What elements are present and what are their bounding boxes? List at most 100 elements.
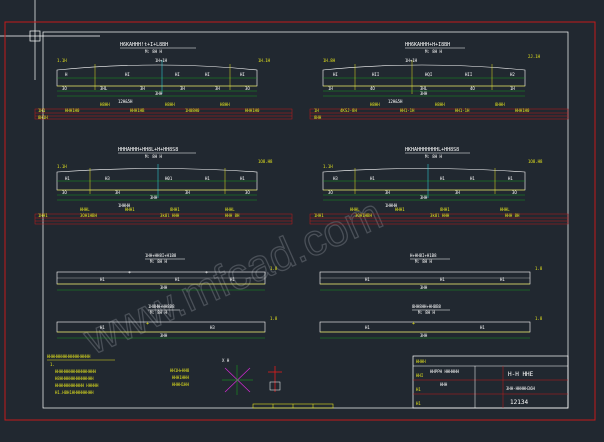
- rebar-sub: 8H1H: [38, 115, 48, 120]
- seg-label: H3: [210, 325, 215, 330]
- notes-title: HHHHHHHHHHHHHHHHHH: [47, 354, 91, 359]
- asterisk-marker: *: [128, 271, 131, 277]
- view-scale: M: 8H H: [415, 259, 432, 264]
- title-row: HHI: [416, 373, 424, 378]
- seg-label: H1: [230, 277, 235, 282]
- asterisk-marker: *: [205, 271, 208, 277]
- rebar-label: 3k8l HHH: [430, 213, 450, 218]
- view-title: 8HH8HH+HH8B8: [412, 304, 441, 309]
- note-line: HHHHHHHHHHHH HHHHH: [55, 383, 99, 388]
- view-bottom-right-1: H+HH8I+H1B8 M: 8H H H1 H1 H1 3HH 1.8: [319, 253, 543, 291]
- seg-label: H1: [100, 325, 105, 330]
- mid-tag: 12H&5H: [118, 99, 133, 104]
- dim-label: 3H: [455, 190, 460, 195]
- view-scale: M: 8H H: [418, 310, 435, 315]
- seg-label: H1: [175, 277, 180, 282]
- rebar-label: HHH 8H: [505, 213, 520, 218]
- rebar-sub: HHHL: [225, 207, 235, 212]
- total-dim: 3HH: [420, 195, 428, 200]
- total-dim: 3HH: [150, 195, 158, 200]
- dim-label: 3H: [180, 86, 185, 91]
- dim-label: 3O: [245, 190, 250, 195]
- crosshair-cursor-icon: [0, 0, 100, 80]
- view-scale: M: 8H H: [145, 154, 162, 159]
- right-label: 1.8: [270, 266, 278, 271]
- dim-label: 3HL: [100, 86, 108, 91]
- seg-label: H1: [365, 277, 370, 282]
- dim-label: 3H: [385, 190, 390, 195]
- rebar-sub: 8HHH: [495, 102, 505, 107]
- left-label: 1.1H: [323, 164, 333, 169]
- rebar-label: HHH 8H: [225, 213, 240, 218]
- view-bottom-left-2: 1H8HH+HH8B8 M: 8H H H1 H3 + 3HH 1.8: [56, 304, 278, 339]
- dim-label: 3O: [62, 86, 67, 91]
- mid-tag: 1HHHH: [385, 203, 398, 208]
- legend-title: HH1H+HH8: [170, 368, 190, 373]
- drawing-name-2: HHH: [440, 382, 448, 387]
- view-scale: M: 8H H: [425, 154, 442, 159]
- notes-block: HHHHHHHHHHHHHHHHHH 1. HHHHHHHHHHHHHHHHH …: [47, 354, 115, 395]
- seg-label: H1: [100, 277, 105, 282]
- rebar-label: 1H08H0: [185, 108, 200, 113]
- note-line: 1.: [50, 362, 55, 367]
- total-dim: 3HH: [160, 285, 168, 290]
- title-row: HHHH: [416, 359, 426, 364]
- mid-label: 1H+1H: [405, 58, 418, 63]
- view-middle-left: HHHAHHH+HH8L+H+HH8S8 M: 8H H 1.1H 1O8.H8…: [34, 147, 293, 225]
- rebar-label: 3OH1HBH: [355, 213, 372, 218]
- span-label: HQI: [425, 72, 433, 77]
- drawing-number: 12134: [510, 399, 528, 406]
- span-label: H1: [65, 176, 70, 181]
- view-title: H+HH8I+H1B8: [410, 253, 437, 258]
- view-bottom-left-1: 1HH+HH8I+H1B8 M: 8H H H1 H1 H1 * * 3HH 1…: [56, 253, 278, 291]
- drawing-name: HHPPH HHHHHH: [430, 369, 459, 374]
- right-label: 1.8: [535, 316, 543, 321]
- span-label: H2: [510, 72, 515, 77]
- rebar-label: 1H: [314, 108, 319, 113]
- rebar-sub: H8HH: [165, 102, 175, 107]
- seg-label: H1: [480, 325, 485, 330]
- left-label: 1.1H: [57, 58, 67, 63]
- dim-label: 3O: [245, 86, 250, 91]
- total-dim: 3HH: [160, 333, 168, 338]
- right-label: 1O8.H8: [258, 159, 273, 164]
- span-label: HII: [372, 72, 380, 77]
- span-label: H: [65, 72, 68, 77]
- rebar-sub: HHHL: [350, 207, 360, 212]
- view-title: HHHAHHH+HH8L+H+HH8S8: [118, 147, 178, 153]
- span-label: HII: [465, 72, 473, 77]
- dim-label: 3H: [115, 190, 120, 195]
- rebar-sub: 8HH1: [170, 207, 180, 212]
- view-title: 1H8HH+HH8B8: [148, 304, 175, 309]
- total-dim: 3HH: [155, 91, 163, 96]
- rebar-label: 1HH1: [314, 213, 324, 218]
- mid-tag: 12H&5H: [388, 99, 403, 104]
- rebar-label: HH1-1H: [455, 108, 470, 113]
- legend-line: HHH1HHH: [172, 375, 189, 380]
- rebar-label: HH1-1H: [400, 108, 415, 113]
- rebar-sub: H8HH: [100, 102, 110, 107]
- rebar-label: 4KSJ-8H: [340, 108, 357, 113]
- dim-label: 4O: [370, 86, 375, 91]
- scale-bar: [252, 403, 334, 409]
- span-label: HI: [240, 72, 245, 77]
- mid-tag: 1HHHH: [118, 203, 131, 208]
- rebar-sub: HHH1: [395, 207, 405, 212]
- view-top-right: HH6KAHHH+H+I8BH M: 8H H 1H.8H 2J.1H 1H+1…: [309, 42, 569, 120]
- rebar-label: 3k8l HHH: [160, 213, 180, 218]
- span-label: H1: [508, 176, 513, 181]
- title-block: HHHH HHI H1 H1 HHPPH HHHHHH HHH H-H HHE …: [412, 355, 569, 409]
- dim-label: 3H: [185, 190, 190, 195]
- view-title: 1HH+HH8I+H1B8: [145, 253, 177, 258]
- rebar-sub: H8HH: [220, 102, 230, 107]
- seg-label: H1: [440, 277, 445, 282]
- right-label: 1H.1H: [258, 58, 271, 63]
- legend-line: HHHH1HH: [172, 382, 189, 387]
- rebar-sub: H8HH: [435, 102, 445, 107]
- span-label: HI: [175, 72, 180, 77]
- rebar-label: HHH1H0: [65, 108, 80, 113]
- view-title: HKHAHHHHHHHL+HH8S8: [405, 147, 459, 153]
- span-label: H3: [333, 176, 338, 181]
- dim-label: 3HL: [420, 86, 428, 91]
